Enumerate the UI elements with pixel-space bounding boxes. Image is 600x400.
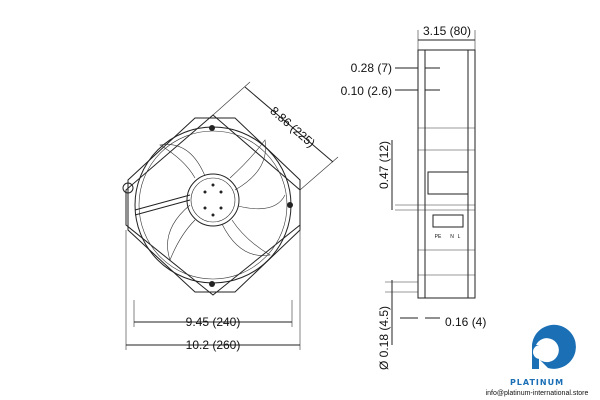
fan-front-view: [122, 81, 339, 350]
terminal-pe: PE: [435, 234, 442, 240]
dim-flange-gap: 0.10 (2.6): [341, 84, 392, 98]
logo-name: PLATINUM: [510, 378, 564, 387]
fan-housing: [127, 117, 301, 293]
logo-mark: [532, 324, 576, 369]
fan-side-view: PE N L: [385, 30, 476, 345]
terminal-n: N: [450, 234, 454, 240]
logo-email: info@platinum-international.store: [486, 390, 589, 397]
fan-hub: [186, 173, 240, 227]
dim-width-outer: 10.2 (260): [186, 338, 241, 352]
cable: [134, 194, 191, 216]
platinum-logo: PLATINUM info@platinum-international.sto…: [486, 324, 589, 397]
dim-edge: 0.16 (4): [445, 315, 486, 329]
terminal-l: L: [458, 234, 461, 240]
dim-offset: 0.47 (12): [377, 141, 391, 189]
motor-box: [427, 171, 469, 195]
dim-diagonal: 8.86 (225): [267, 104, 317, 150]
terminal-block: [432, 214, 464, 228]
dim-flange: 0.28 (7): [351, 61, 392, 75]
fan-blades: [159, 139, 286, 261]
dim-width-inner: 9.45 (240): [186, 315, 241, 329]
ground-screw: [122, 182, 134, 194]
dim-hole: Ø 0.18 (4.5): [377, 306, 391, 370]
dim-depth: 3.15 (80): [423, 24, 471, 38]
fan-ring: [134, 126, 292, 284]
